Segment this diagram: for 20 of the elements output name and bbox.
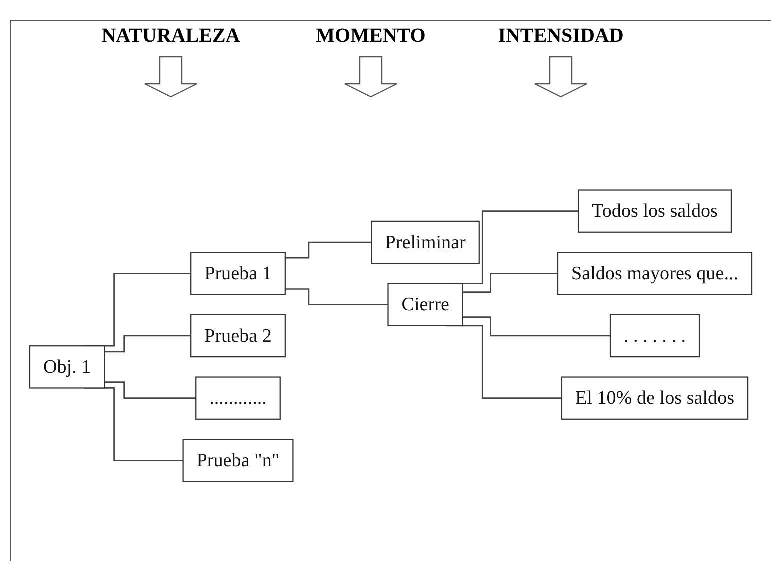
column-heading: MOMENTO bbox=[316, 25, 426, 48]
connector bbox=[285, 288, 388, 306]
node-box: Prueba 1 bbox=[190, 252, 286, 296]
node-box: Saldos mayores que... bbox=[557, 252, 753, 296]
node-box: Cierre bbox=[388, 283, 464, 326]
connector bbox=[104, 382, 196, 399]
column-heading: NATURALEZA bbox=[102, 25, 240, 48]
column-heading: INTENSIDAD bbox=[498, 25, 624, 48]
node-box: . . . . . . . bbox=[610, 314, 700, 358]
node-box: El 10% de los saldos bbox=[561, 376, 749, 420]
connector bbox=[104, 335, 192, 353]
connector bbox=[462, 273, 558, 293]
node-box: Prueba 2 bbox=[190, 314, 286, 358]
node-box: ............ bbox=[196, 376, 281, 420]
node-box: Todos los saldos bbox=[578, 190, 732, 233]
connector bbox=[285, 242, 372, 259]
node-box: Prueba "n" bbox=[182, 439, 294, 482]
connector bbox=[462, 316, 610, 337]
node-box: Obj. 1 bbox=[29, 346, 106, 389]
node-box: Preliminar bbox=[371, 220, 480, 264]
